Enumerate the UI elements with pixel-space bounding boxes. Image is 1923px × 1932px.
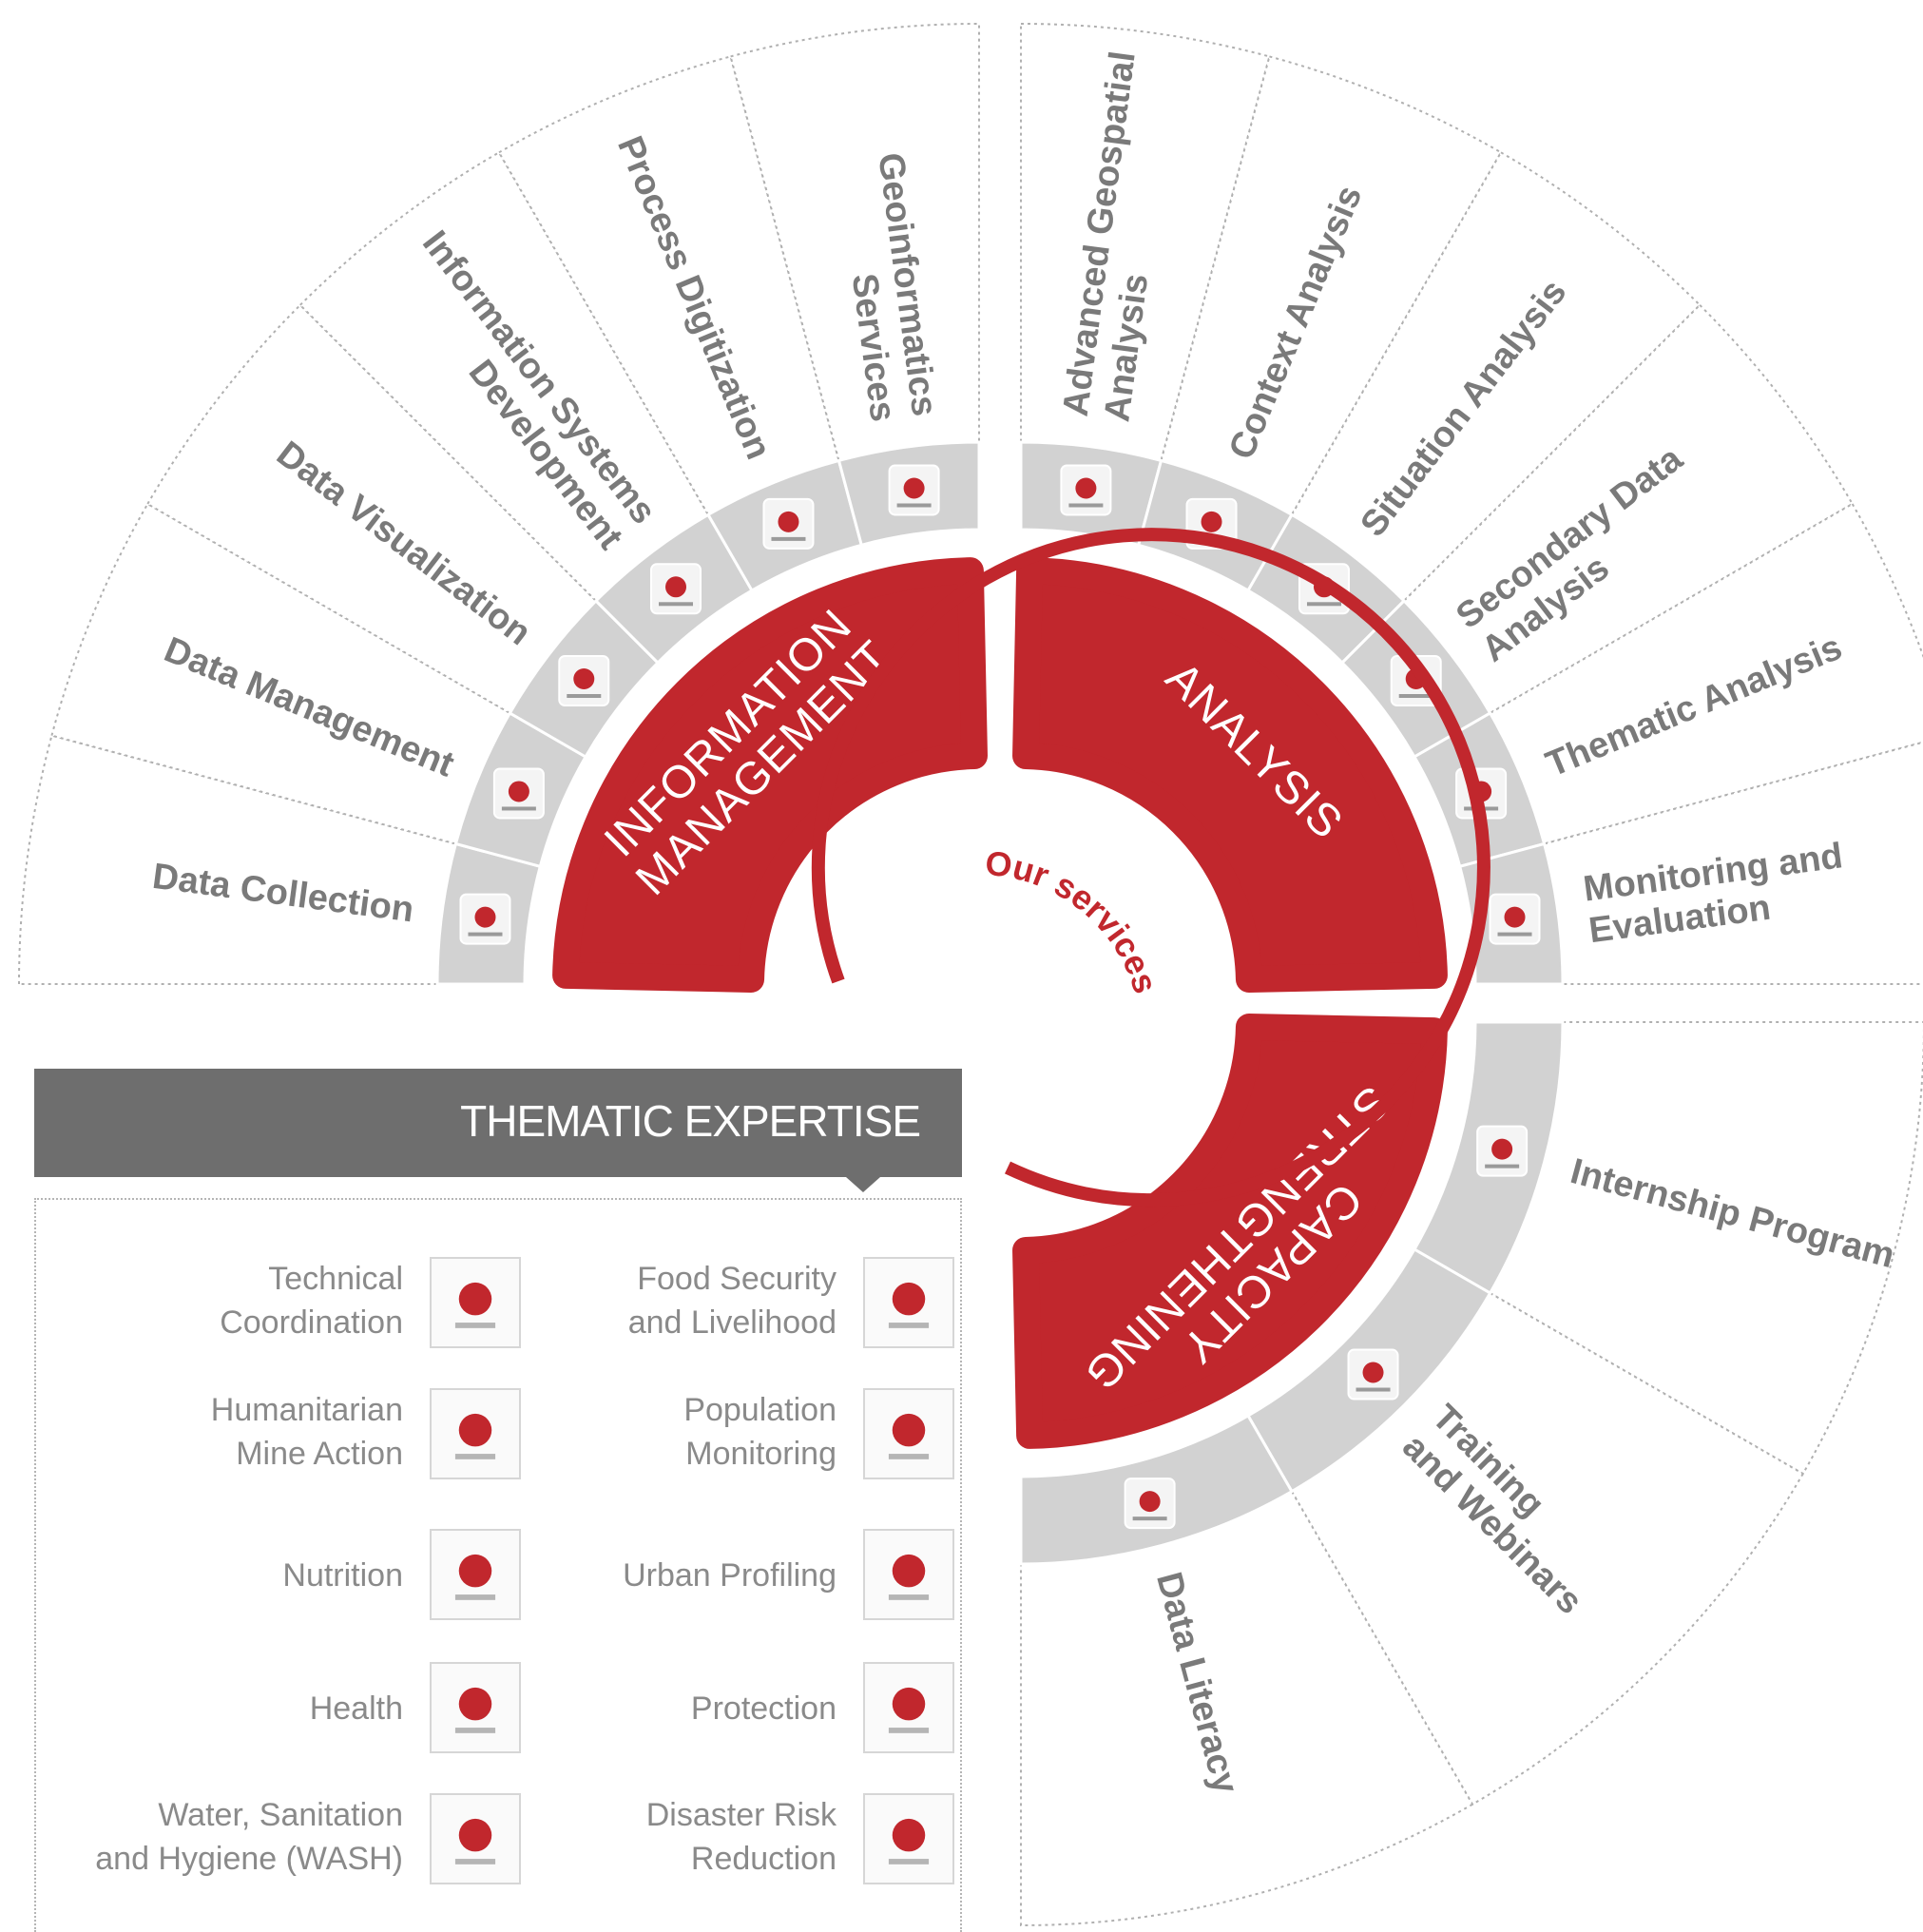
geo-cluster-icon bbox=[1060, 464, 1112, 516]
service-segment[interactable] bbox=[298, 150, 710, 603]
thematic-grid: Technical Coordination Food Security and … bbox=[34, 1198, 962, 1932]
center-label: Our services bbox=[983, 843, 1165, 998]
thematic-item[interactable]: Disaster Risk Reduction bbox=[441, 1793, 954, 1888]
thematic-item-label: Technical Coordination bbox=[220, 1261, 403, 1341]
thematic-item-label: Food Security and Livelihood bbox=[627, 1261, 837, 1341]
wheat-bowl-icon bbox=[863, 1257, 954, 1348]
thematic-item-label: Population Monitoring bbox=[683, 1392, 837, 1472]
service-segment[interactable] bbox=[1020, 22, 1271, 462]
thematic-item-label: Protection bbox=[690, 1690, 837, 1727]
thematic-header: THEMATIC EXPERTISE bbox=[34, 1069, 962, 1192]
people-process-icon bbox=[762, 497, 815, 550]
thematic-item[interactable]: Water, Sanitation and Hygiene (WASH) bbox=[36, 1793, 521, 1888]
center-label-text: Our services bbox=[983, 843, 1165, 998]
service-segment[interactable] bbox=[1020, 1490, 1474, 1926]
service-segment[interactable] bbox=[1160, 55, 1503, 516]
service-segment[interactable] bbox=[1402, 303, 1855, 715]
presentation-icon bbox=[1347, 1348, 1399, 1401]
water-tap-icon bbox=[430, 1793, 521, 1884]
thematic-item-label: Urban Profiling bbox=[623, 1557, 837, 1594]
walking-person-icon bbox=[863, 1388, 954, 1479]
thematic-item[interactable]: Urban Profiling bbox=[441, 1529, 954, 1624]
thematic-item-label: Water, Sanitation and Hygiene (WASH) bbox=[95, 1797, 403, 1877]
pie-chart-icon bbox=[558, 655, 610, 707]
id-card-icon bbox=[1476, 1125, 1529, 1177]
service-segment[interactable] bbox=[145, 303, 598, 715]
thematic-item-label: Disaster Risk Reduction bbox=[645, 1797, 837, 1877]
thematic-title: THEMATIC EXPERTISE bbox=[460, 1096, 921, 1146]
thematic-item[interactable]: Food Security and Livelihood bbox=[441, 1257, 954, 1352]
service-segment[interactable] bbox=[1290, 150, 1702, 603]
center-arrow bbox=[811, 528, 1490, 1208]
magnifier-icon bbox=[1489, 893, 1541, 945]
user-network-icon bbox=[1124, 1478, 1176, 1530]
thematic-item[interactable]: Humanitarian Mine Action bbox=[36, 1388, 521, 1483]
service-segment[interactable] bbox=[729, 22, 980, 462]
thematic-item[interactable]: Technical Coordination bbox=[36, 1257, 521, 1352]
thematic-expertise-panel: THEMATIC EXPERTISE Technical Coordinatio… bbox=[34, 1069, 962, 1932]
header-notch bbox=[846, 1177, 880, 1192]
thematic-item[interactable]: Nutrition bbox=[36, 1529, 521, 1624]
thematic-item-label: Health bbox=[309, 1690, 403, 1727]
pillar-information-management[interactable] bbox=[552, 557, 988, 993]
house-flood-icon bbox=[863, 1793, 954, 1884]
thematic-item-label: Nutrition bbox=[282, 1557, 403, 1594]
thematic-item-label: Humanitarian Mine Action bbox=[210, 1392, 403, 1472]
thematic-item[interactable]: Population Monitoring bbox=[441, 1388, 954, 1483]
network-board-icon bbox=[650, 563, 702, 615]
database-icon bbox=[492, 767, 545, 820]
form-icon bbox=[459, 893, 511, 945]
protecting-hands-icon bbox=[863, 1662, 954, 1753]
service-segment[interactable] bbox=[497, 55, 840, 516]
service-segment[interactable] bbox=[17, 734, 457, 985]
thematic-item[interactable]: Protection bbox=[441, 1662, 954, 1757]
landmine-icon bbox=[430, 1388, 521, 1479]
service-segment[interactable] bbox=[1543, 736, 1923, 985]
thematic-item[interactable]: Health bbox=[36, 1662, 521, 1757]
buildings-icon bbox=[863, 1529, 954, 1620]
pillar-capacity-strengthening[interactable] bbox=[1012, 1014, 1448, 1449]
service-segment[interactable] bbox=[50, 502, 511, 845]
health-ribbon-icon bbox=[430, 1662, 521, 1753]
pillar-analysis[interactable] bbox=[1012, 557, 1448, 993]
service-segment[interactable] bbox=[1489, 502, 1923, 845]
map-pin-icon bbox=[888, 464, 940, 516]
nutrition-icon bbox=[430, 1529, 521, 1620]
coordination-icon bbox=[430, 1257, 521, 1348]
